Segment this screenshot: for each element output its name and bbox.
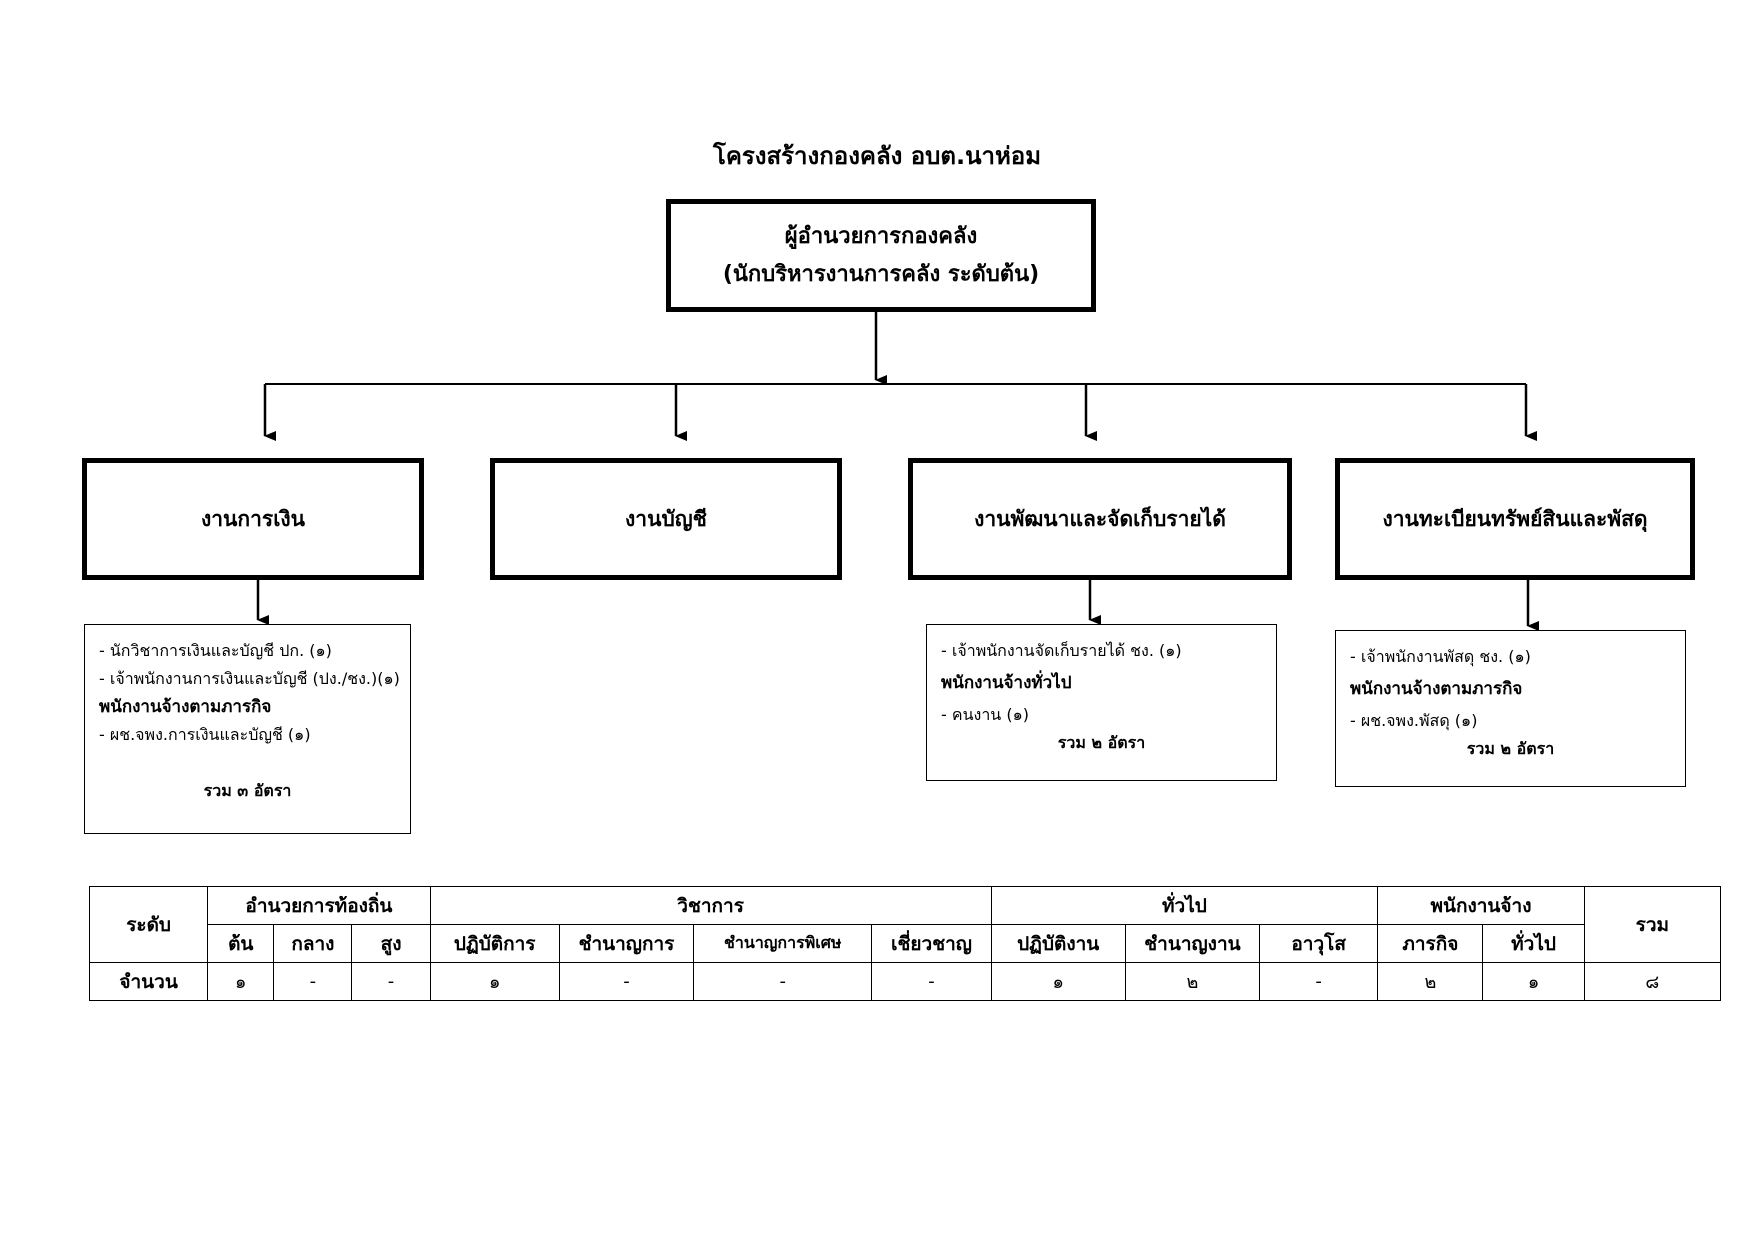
head-box: ผู้อำนวยการกองคลัง (นักบริหารงานการคลัง … [666, 199, 1096, 312]
staff-line: - เจ้าพนักงานพัสดุ ชง. (๑) [1350, 647, 1531, 666]
sub-header: สูง [351, 924, 431, 963]
sub-header: เชี่ยวชาญ [871, 924, 992, 963]
total-header: รวม [1583, 886, 1722, 963]
sub-header: ทั่วไป [1482, 924, 1585, 963]
table-cell: - [558, 962, 695, 1001]
dept-box-revenue: งานพัฒนาและจัดเก็บรายได้ [908, 458, 1292, 580]
summary-table: ระดับ อำนวยการท้องถิ่น วิชาการ ทั่วไป พน… [88, 886, 1722, 1001]
staff-total: รวม ๒ อัตรา [1057, 733, 1146, 752]
staff-category: พนักงานจ้างตามภารกิจ [99, 697, 272, 717]
sub-header: ชำนาญการพิเศษ [693, 924, 873, 963]
table-cell: - [871, 962, 992, 1001]
staff-category: พนักงานจ้างตามภารกิจ [1350, 679, 1523, 699]
table-row-subheaders: ต้น กลาง สูง ปฏิบัติการ ชำนาญการ ชำนาญกา… [90, 924, 1721, 963]
sub-header: ปฏิบัติงาน [990, 924, 1126, 963]
table-cell: ๑ [429, 962, 560, 1001]
staff-line: - เจ้าพนักงานการเงินและบัญชี (ปง./ชง.)(๑… [99, 669, 400, 688]
count-label: จำนวน [88, 962, 209, 1001]
table-cell: ๑ [1482, 962, 1585, 1001]
head-title: ผู้อำนวยการกองคลัง [784, 223, 978, 249]
group-header: วิชาการ [429, 886, 992, 925]
table-cell: - [351, 962, 431, 1001]
dept-name: งานการเงิน [201, 506, 305, 531]
staff-total: รวม ๓ อัตรา [203, 781, 292, 800]
dept-box-finance: งานการเงิน [82, 458, 424, 580]
group-header: ทั่วไป [990, 886, 1379, 925]
dept-box-assets: งานทะเบียนทรัพย์สินและพัสดุ [1335, 458, 1695, 580]
sub-header: ชำนาญงาน [1124, 924, 1261, 963]
staff-line: - เจ้าพนักงานจัดเก็บรายได้ ชง. (๑) [941, 641, 1182, 660]
table-cell: - [1259, 962, 1379, 1001]
sub-header: อาวุโส [1259, 924, 1379, 963]
staff-total: รวม ๒ อัตรา [1466, 739, 1555, 758]
level-header: ระดับ [88, 886, 209, 963]
sub-header: ต้น [207, 924, 275, 963]
sub-header: กลาง [273, 924, 353, 963]
staff-line: - ผช.จพง.การเงินและบัญชี (๑) [99, 725, 311, 744]
dept-name: งานทะเบียนทรัพย์สินและพัสดุ [1382, 506, 1648, 531]
sub-header: ปฏิบัติการ [429, 924, 560, 963]
staff-box-revenue: - เจ้าพนักงานจัดเก็บรายได้ ชง. (๑) พนักง… [926, 624, 1277, 781]
staff-box-finance: - นักวิชาการเงินและบัญชี ปก. (๑) - เจ้าพ… [84, 624, 411, 834]
staff-line: - คนงาน (๑) [941, 705, 1029, 724]
group-header: อำนวยการท้องถิ่น [207, 886, 431, 925]
head-position: (นักบริหารงานการคลัง ระดับต้น) [722, 261, 1040, 287]
sub-header: ชำนาญการ [558, 924, 695, 963]
dept-name: งานพัฒนาและจัดเก็บรายได้ [974, 506, 1226, 531]
table-row-values: จำนวน ๑ - - ๑ - - - ๑ ๒ - ๒ ๑ ๘ [88, 962, 1722, 1001]
staff-box-assets: - เจ้าพนักงานพัสดุ ชง. (๑) พนักงานจ้างตา… [1335, 630, 1686, 787]
staff-category: พนักงานจ้างทั่วไป [941, 673, 1072, 693]
table-cell: ๑ [990, 962, 1126, 1001]
staff-line: - นักวิชาการเงินและบัญชี ปก. (๑) [99, 641, 332, 660]
table-cell: - [273, 962, 353, 1001]
sub-header: ภารกิจ [1377, 924, 1484, 963]
total-value: ๘ [1583, 962, 1722, 1001]
dept-box-accounting: งานบัญชี [490, 458, 842, 580]
table-cell: - [693, 962, 873, 1001]
dept-name: งานบัญชี [625, 506, 707, 531]
table-cell: ๑ [207, 962, 275, 1001]
page-title: โครงสร้างกองคลัง อบต.นาห่อม [712, 142, 1042, 170]
table-row-groups: ระดับ อำนวยการท้องถิ่น วิชาการ ทั่วไป พน… [88, 886, 1722, 963]
group-header: พนักงานจ้าง [1377, 886, 1585, 925]
table-cell: ๒ [1124, 962, 1261, 1001]
table-cell: ๒ [1377, 962, 1484, 1001]
staff-line: - ผช.จพง.พัสดุ (๑) [1350, 711, 1478, 730]
